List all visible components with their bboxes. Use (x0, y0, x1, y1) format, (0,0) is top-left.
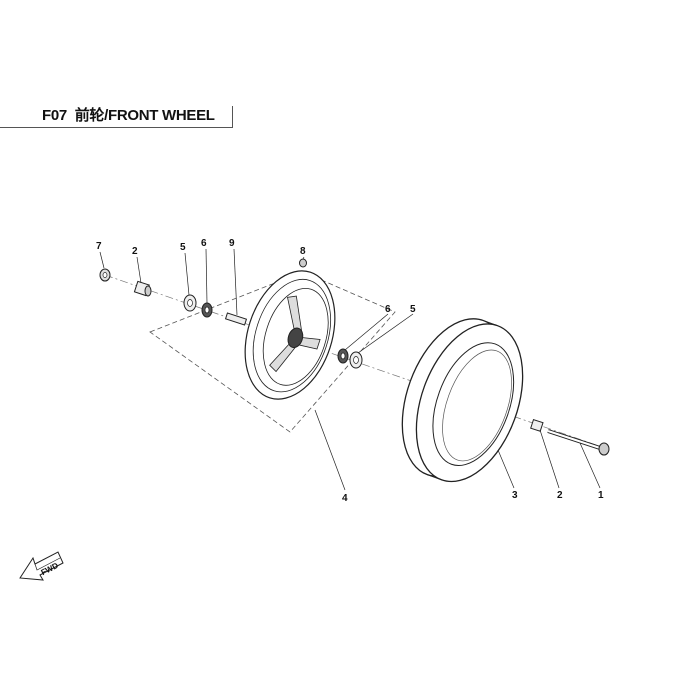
axle-icon (547, 429, 610, 456)
callout-2: 2 (557, 490, 563, 501)
title-name: 前轮/FRONT WHEEL (74, 107, 215, 124)
rim-icon (244, 270, 336, 400)
title-underline (0, 127, 233, 128)
spacer-icon (224, 312, 248, 326)
dust-seal-icon (349, 351, 363, 369)
callout-9: 9 (229, 238, 235, 249)
page-title: F07 前轮/FRONT WHEEL (42, 104, 215, 125)
dust-seal-icon (183, 294, 197, 312)
callout-3: 3 (512, 490, 518, 501)
bearing-icon (337, 348, 349, 364)
callout-6: 6 (201, 238, 207, 249)
bearing-icon (201, 302, 213, 318)
collar-icon (133, 280, 152, 297)
valve-icon (299, 258, 307, 268)
callout-7: 7 (96, 241, 102, 252)
title-code: F07 (42, 107, 67, 124)
callout-5: 5 (410, 304, 416, 315)
callout-5: 5 (180, 242, 186, 253)
title-divider (232, 106, 233, 128)
rim-assembly-box (149, 271, 396, 433)
collar-icon (530, 419, 544, 432)
callout-4: 4 (342, 493, 348, 504)
leader-lines (99, 248, 601, 491)
tire-icon (401, 318, 524, 483)
fwd-arrow-icon: FWD (19, 551, 64, 581)
callout-1: 1 (598, 490, 604, 501)
callout-6: 6 (385, 304, 391, 315)
callout-8: 8 (300, 246, 306, 257)
callout-2: 2 (132, 246, 138, 257)
nut-icon (99, 268, 111, 282)
